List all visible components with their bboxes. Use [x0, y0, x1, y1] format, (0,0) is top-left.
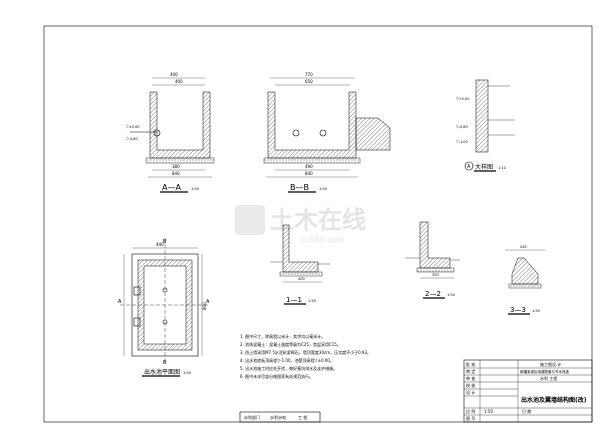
aa-scale: 1:50: [191, 187, 199, 191]
s22-scale: 1:50: [447, 293, 455, 297]
bb-scale: 1:50: [319, 187, 327, 191]
bb-dim-top: 770: [305, 72, 313, 77]
aa-tank-wall: [149, 91, 211, 159]
plan-scale: 1:50: [183, 371, 191, 375]
watermark: 土木在线 co188.com: [235, 205, 366, 244]
note-6: 6. 图中未详尽部分按国家有关规范执行。: [240, 373, 313, 379]
detail-scale: 1:10: [498, 166, 506, 170]
title-block: 批 准 施工图设 计 审 定 新疆某灌区续建配套与节水改造 审 查 水利 工程 …: [463, 359, 593, 423]
detail-marker: A: [467, 164, 471, 170]
watermark-logo-icon: [235, 205, 265, 235]
aa-title: A—A: [162, 183, 181, 192]
aa-dim-top: 400: [170, 72, 178, 77]
note-5: 5. 出水池施工时应先开挖，做好基坑排水及支护措施。: [240, 365, 337, 371]
tb-r4-a: 校 核: [466, 382, 475, 388]
tb-drawing-title: 出水池及翼墙结构图(改): [521, 396, 587, 404]
note-4: 4. 出水池底板顶高程▽-1.00，池壁顶高程▽±0.00。: [240, 357, 334, 363]
tb-r3-a: 审 查: [466, 375, 475, 381]
section-detail: ▽+0.00 ▽-0.80 ▽-1.00 A 大样图 1:10: [456, 79, 515, 172]
tb-r7-a: 图 号: [466, 415, 475, 421]
tb-r1-c: 施工图设 计: [540, 361, 561, 367]
stamp-2: 水利水电: [270, 414, 286, 420]
note-2: 2. 池体混凝土：混凝土强度等级为C25，垫层采用C15。: [240, 341, 341, 347]
aa-dim-top2: 400: [175, 79, 183, 84]
bb-tank-wall: [267, 91, 357, 159]
plan-mark-a1: A: [118, 299, 122, 305]
s33-wall: [511, 257, 539, 285]
s11-dim: 400: [298, 277, 305, 281]
aa-elev-2: ▽-0.80: [126, 137, 138, 141]
section-aa: 400 400 ▽±0.00 ▽-0.80 380 840 A—A 1:50: [126, 72, 215, 193]
section-bb: 770 650 490 840 B—B 1:50: [263, 72, 391, 193]
detail-title: 大样图: [475, 163, 493, 171]
s33-title: 3—3: [510, 306, 526, 314]
plan-dim-top: 440: [156, 242, 164, 247]
plan-wall: [137, 259, 193, 351]
detail-wall: [475, 79, 489, 153]
detail-marker-icon: [464, 161, 474, 171]
watermark-url: co188.com: [300, 235, 344, 244]
plan-dim-side: 800: [202, 302, 207, 310]
section-11: 400 1—1 1:50: [270, 224, 330, 305]
plan-mark-b2: B: [163, 360, 167, 366]
stamp-1: 水利部门: [244, 414, 260, 420]
notes: 1. 图中尺寸，除高程以米计，其余均以毫米计。 2. 池体混凝土：混凝土强度等级…: [240, 333, 371, 379]
aa-elev-1: ▽±0.00: [126, 125, 139, 129]
s11-scale: 1:50: [308, 299, 316, 303]
tb-r6-c: 日 期: [522, 408, 531, 414]
s22-wall: [419, 221, 451, 269]
detail-elev-1: ▽+0.00: [456, 97, 469, 101]
s22-dim: 350: [432, 273, 439, 277]
aa-dim-bottom: 380: [172, 164, 180, 169]
bb-dim-top2: 650: [305, 79, 313, 84]
s11-title: 1—1: [286, 296, 302, 304]
aa-cushion: [145, 157, 215, 164]
s33-dim: 240: [520, 245, 527, 249]
bb-cushion: [263, 157, 361, 164]
section-plan: B B A A 440 800 出水池平面图 1:50: [118, 238, 210, 377]
note-1: 1. 图中尺寸，除高程以米计，其余均以毫米计。: [240, 333, 325, 339]
bb-wing-wall: [355, 117, 391, 151]
section-33: 240 3—3 1:50: [505, 245, 545, 315]
stamp-3: 工 程: [298, 414, 307, 420]
tb-r2-a: 审 定: [466, 368, 475, 374]
detail-elev-2: ▽-0.80: [456, 125, 468, 129]
detail-elev-3: ▽-1.00: [456, 140, 468, 144]
tb-r1-a: 批 准: [466, 361, 475, 367]
aa-dim-bottom2: 840: [172, 171, 180, 176]
tb-r6-a: 比 例: [466, 408, 475, 414]
bb-dim-bottom2: 840: [305, 171, 313, 176]
tb-r5-a: 设 计: [466, 389, 475, 395]
s33-scale: 1:50: [532, 309, 540, 313]
plan-mark-b1: B: [163, 239, 167, 245]
tb-r3-c: 水利 工程: [540, 375, 557, 381]
s22-title: 2—2: [425, 290, 441, 298]
plan-title: 出水池平面图: [144, 368, 180, 376]
bottom-stamp: 水利部门 水利水电 工 程: [239, 411, 321, 423]
section-22: 350 2—2 1:50: [405, 221, 460, 299]
bb-dim-bottom: 490: [305, 164, 313, 169]
tb-r6-b: 1:50: [484, 409, 493, 414]
tb-r2-c: 新疆某灌区续建配套与节水改造: [520, 369, 569, 374]
plan-mark-a2: A: [206, 299, 210, 305]
bb-title: B—B: [290, 183, 309, 192]
note-3: 3. 挡土墙采用M7.5水泥砂浆砌石，墙顶宽度30cm，压实度不小于0.93。: [240, 349, 371, 355]
